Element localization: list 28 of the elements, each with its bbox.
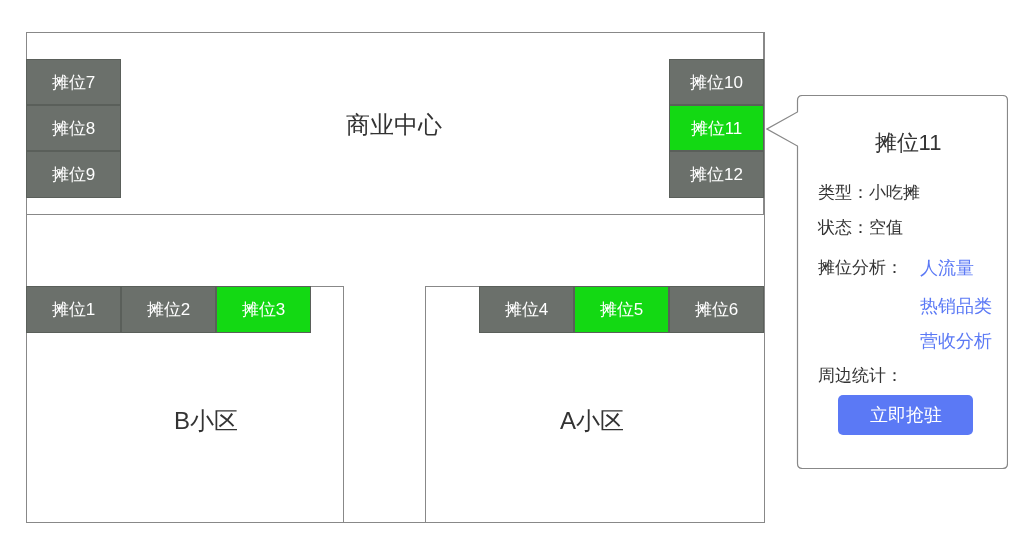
text-link: 营收分析 (920, 330, 992, 353)
action-button: 立即抢驻 (838, 395, 973, 435)
stall-block: 摊位6 (669, 286, 764, 333)
info-text: 状态：空值 (818, 217, 903, 239)
highlighted-stall-block: 摊位5 (574, 286, 669, 333)
stall-block: 摊位1 (26, 286, 121, 333)
zone-name: B小区 (174, 406, 238, 436)
zone-area (26, 32, 764, 215)
text-link: 热销品类 (920, 295, 992, 318)
stall-block: 摊位4 (479, 286, 574, 333)
text-link: 人流量 (920, 257, 974, 280)
info-text: 周边统计： (818, 365, 903, 387)
stall-block: 摊位10 (669, 59, 764, 105)
highlighted-stall-block: 摊位11 (669, 105, 764, 151)
stall-block: 摊位9 (26, 151, 121, 198)
stall-block: 摊位12 (669, 151, 764, 198)
info-text: 摊位分析： (818, 257, 903, 279)
zone-name: 商业中心 (346, 110, 442, 140)
stall-block: 摊位2 (121, 286, 216, 333)
info-popup (766, 95, 1008, 469)
info-text: 类型：小吃摊 (818, 182, 920, 204)
stall-block: 摊位8 (26, 105, 121, 151)
highlighted-stall-block: 摊位3 (216, 286, 311, 333)
zone-name: A小区 (560, 406, 624, 436)
zone-area (425, 286, 765, 523)
zone-area (26, 286, 344, 523)
popup-title: 摊位11 (874, 129, 942, 157)
stall-block: 摊位7 (26, 59, 121, 105)
